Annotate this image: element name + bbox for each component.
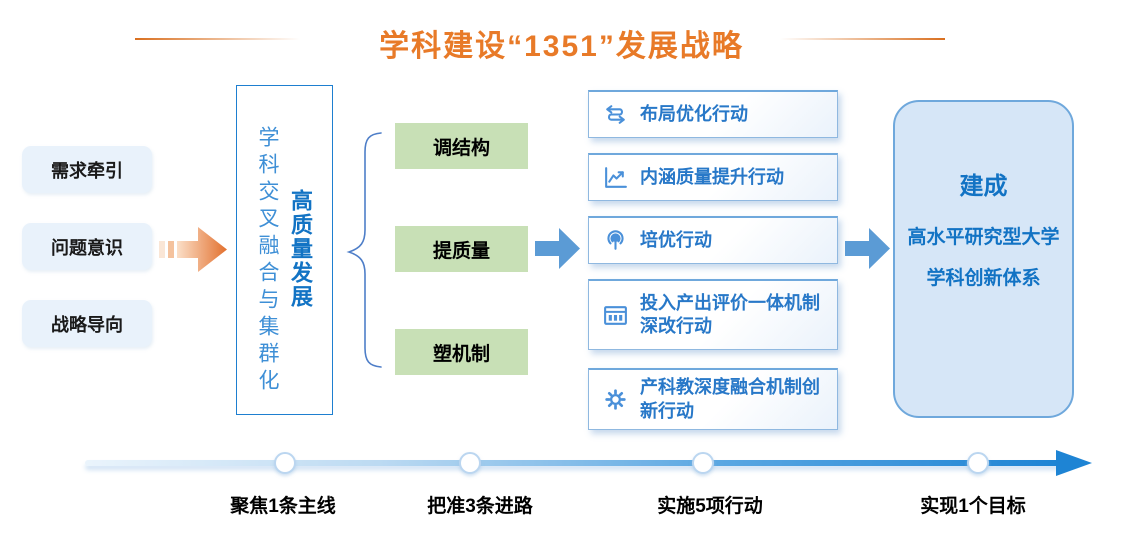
timeline-label-goal: 实现1个目标: [920, 496, 1026, 517]
action-box-layout: 布局优化行动: [588, 90, 838, 138]
mainline-vertical-text: 学科交叉融合与集群化: [256, 126, 279, 396]
mainline-box: 学科交叉融合与集群化 高质量发展: [236, 85, 333, 415]
blue-right-arrow-1: [535, 228, 580, 269]
action-label: 布局优化行动: [640, 103, 748, 124]
title-decor-line-left: [135, 38, 300, 40]
orange-right-arrow: [159, 227, 227, 272]
timeline-dot-4: [967, 452, 989, 474]
goal-heading: 建成: [959, 172, 1008, 200]
timeline-dot-2: [459, 452, 481, 474]
action-box-cultivate: 培优行动: [588, 216, 838, 264]
timeline-label-mainline: 聚焦1条主线: [230, 496, 336, 517]
action-box-evaluation: 投入产出评价一体机制深改行动: [588, 279, 838, 350]
timeline-dot-1: [274, 452, 296, 474]
mainline-vertical-text-bold: 高质量发展: [288, 189, 313, 309]
action-box-quality-improve: 内涵质量提升行动: [588, 153, 838, 201]
page-title: 学科建设“1351”发展战略: [379, 30, 744, 63]
driver-box-problem: 问题意识: [22, 223, 152, 270]
line-chart-icon: [602, 164, 629, 191]
goal-line-system: 学科创新体系: [926, 267, 1041, 289]
curly-brace: [346, 132, 382, 368]
goal-box: 建成 高水平研究型大学 学科创新体系: [893, 100, 1074, 418]
goal-line-university: 高水平研究型大学: [907, 226, 1060, 248]
approach-box-structure: 调结构: [395, 123, 528, 169]
action-label: 产科教深度融合机制创新行动: [640, 377, 820, 421]
driver-box-demand: 需求牵引: [22, 146, 152, 193]
approach-box-quality: 提质量: [395, 226, 528, 272]
broadcast-icon: [602, 227, 629, 254]
action-label: 内涵质量提升行动: [640, 166, 784, 187]
timeline-label-approaches: 把准3条进路: [427, 496, 533, 517]
timeline-label-actions: 实施5项行动: [657, 496, 763, 517]
table-window-icon: [602, 302, 629, 329]
swap-arrows-icon: [602, 101, 629, 128]
title-decor-line-right: [780, 38, 945, 40]
timeline-line: [85, 460, 1062, 466]
approach-box-mechanism: 塑机制: [395, 329, 528, 375]
timeline-arrowhead-icon: [1056, 450, 1092, 476]
action-label: 投入产出评价一体机制深改行动: [640, 292, 820, 336]
gear-icon: [602, 386, 629, 413]
action-box-integration: 产科教深度融合机制创新行动: [588, 368, 838, 430]
action-label: 培优行动: [640, 229, 712, 250]
timeline-dot-3: [692, 452, 714, 474]
driver-box-strategy: 战略导向: [22, 300, 152, 347]
blue-right-arrow-2: [845, 228, 890, 269]
